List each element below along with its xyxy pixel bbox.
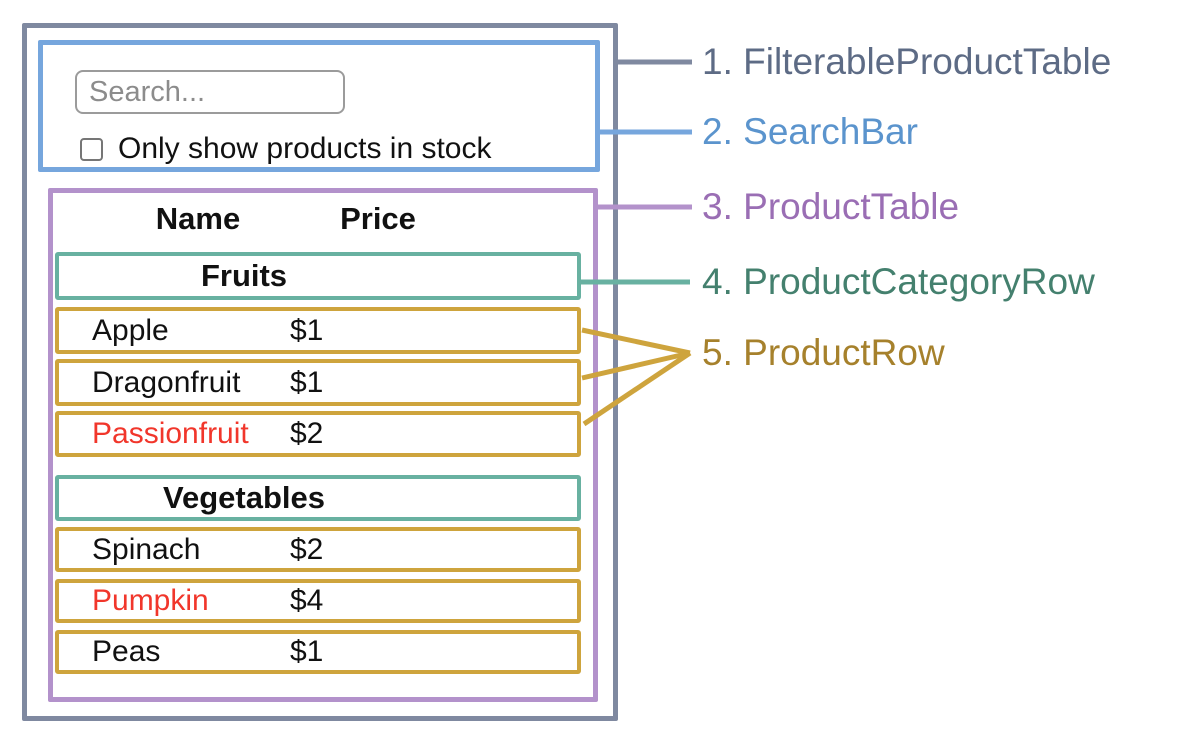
search-input[interactable] xyxy=(75,70,345,114)
product-name-out-of-stock: Passionfruit xyxy=(92,417,249,450)
product-price: $1 xyxy=(290,365,324,399)
product-price: $2 xyxy=(290,417,324,450)
in-stock-checkbox[interactable] xyxy=(80,137,103,161)
product-price: $1 xyxy=(290,313,324,347)
annotation-label-product-category-row: 4. ProductCategoryRow xyxy=(702,261,1095,302)
product-name-out-of-stock: Pumpkin xyxy=(92,584,209,617)
product-price: $1 xyxy=(290,635,324,668)
product-row: Pumpkin $4 xyxy=(55,579,581,623)
product-row: Passionfruit $2 xyxy=(55,411,581,457)
product-table-box: Name Price Fruits Apple $1 Dragonfruit $… xyxy=(48,188,598,702)
product-name: Spinach xyxy=(92,532,201,566)
category-label: Vegetables xyxy=(163,480,325,515)
annotation-label-search-bar: 2. SearchBar xyxy=(702,111,918,152)
product-price: $4 xyxy=(290,584,324,617)
product-row: Dragonfruit $1 xyxy=(55,359,581,406)
product-row: Spinach $2 xyxy=(55,527,581,572)
product-row: Peas $1 xyxy=(55,630,581,674)
product-row: Apple $1 xyxy=(55,307,581,354)
search-bar-box: Only show products in stock xyxy=(38,40,600,172)
column-header-price: Price xyxy=(340,201,416,236)
annotation-label-product-table: 3. ProductTable xyxy=(702,186,960,227)
product-name: Peas xyxy=(92,635,161,668)
in-stock-checkbox-label: Only show products in stock xyxy=(118,132,492,165)
in-stock-filter-row: Only show products in stock xyxy=(80,132,492,166)
product-category-row: Fruits xyxy=(55,252,581,300)
product-name: Dragonfruit xyxy=(92,365,241,399)
product-price: $2 xyxy=(290,532,324,566)
annotation-label-filterable-product-table: 1. FilterableProductTable xyxy=(702,41,1112,82)
product-name: Apple xyxy=(92,313,169,347)
annotation-label-product-row: 5. ProductRow xyxy=(702,332,945,373)
column-header-name: Name xyxy=(155,201,241,236)
product-category-row: Vegetables xyxy=(55,475,581,521)
category-label: Fruits xyxy=(200,258,288,293)
